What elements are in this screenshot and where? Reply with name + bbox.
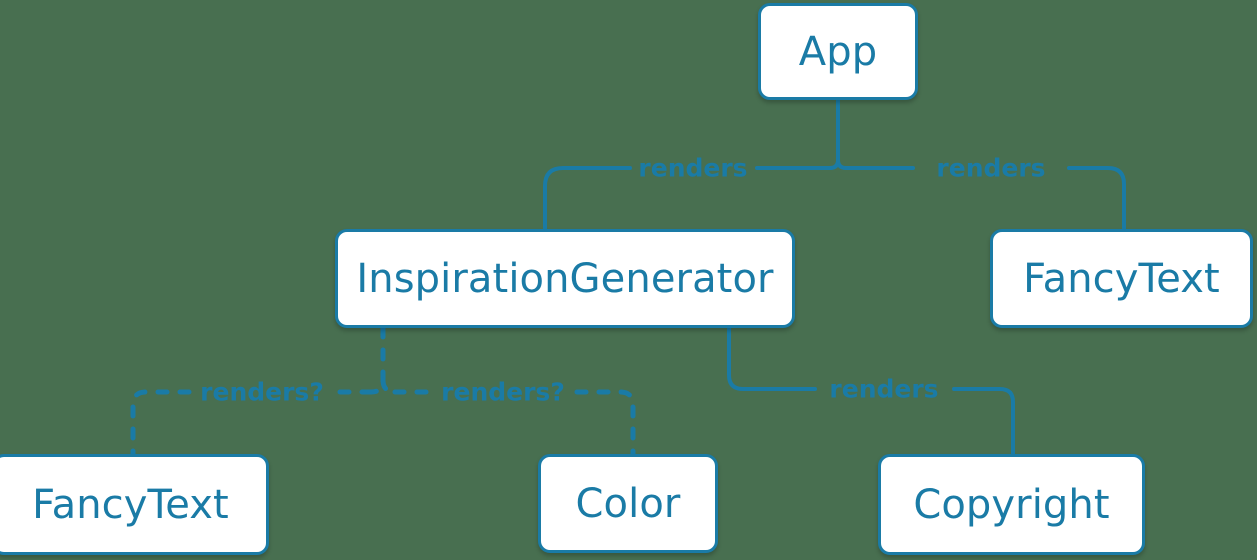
edge-label-app-inspirationgenerator: renders (638, 153, 748, 183)
node-fancytext-top[interactable]: FancyText (990, 229, 1253, 328)
edge-inspirationgenerator-to-color-tail (574, 389, 636, 457)
edge-app-to-inspirationgenerator-tail (543, 166, 632, 231)
edge-app-to-fancytext-tail (1067, 166, 1126, 231)
node-color-label: Color (575, 480, 681, 527)
node-app[interactable]: App (758, 3, 918, 100)
node-copyright-label: Copyright (913, 481, 1110, 528)
edge-inspirationgenerator-to-copyright (727, 326, 817, 391)
edge-inspirationgenerator-dashed-stem-right (380, 377, 398, 395)
node-app-label: App (798, 28, 878, 75)
node-inspirationgenerator-label: InspirationGenerator (356, 255, 774, 302)
edge-label-inspirationgenerator-fancytext: renders? (200, 377, 324, 407)
node-copyright[interactable]: Copyright (878, 454, 1145, 555)
edge-label-inspirationgenerator-copyright: renders (829, 374, 939, 404)
edge-label-app-fancytext: renders (936, 153, 1046, 183)
node-fancytext-bottom[interactable]: FancyText (0, 454, 269, 555)
edge-label-inspirationgenerator-color: renders? (441, 377, 565, 407)
node-fancytext-bottom-label: FancyText (32, 481, 229, 528)
edge-app-stem (828, 98, 840, 170)
edge-inspirationgenerator-to-copyright-tail (952, 387, 1015, 456)
node-color[interactable]: Color (538, 454, 718, 553)
node-fancytext-top-label: FancyText (1023, 255, 1220, 302)
node-inspirationgenerator[interactable]: InspirationGenerator (335, 229, 795, 328)
edge-inspirationgenerator-to-fancytext-tail (130, 389, 192, 457)
